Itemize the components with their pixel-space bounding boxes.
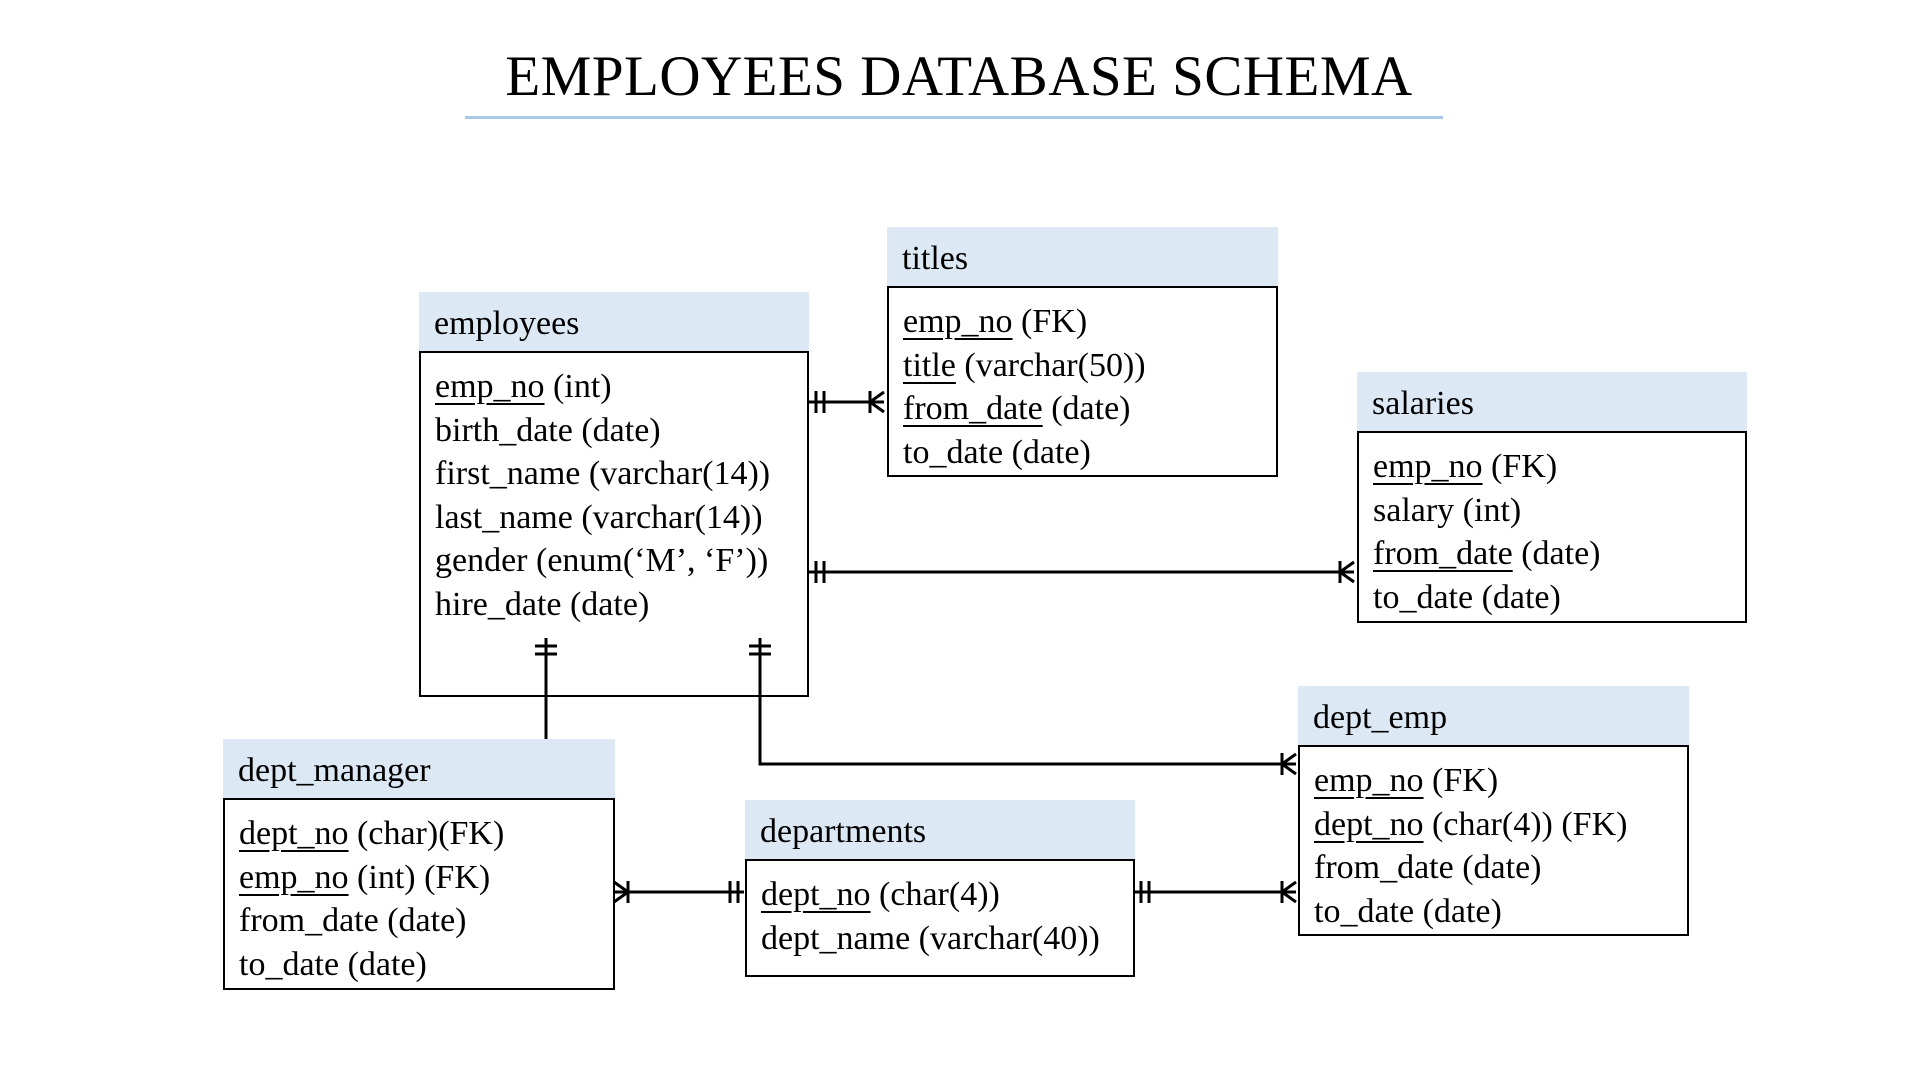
field-row: last_name (varchar(14)) bbox=[435, 498, 763, 536]
primary-key: emp_no bbox=[903, 303, 1013, 340]
primary-key: emp_no bbox=[1373, 448, 1483, 485]
entity-header: titles bbox=[887, 227, 1278, 286]
field-row: from_date (date) bbox=[1314, 849, 1542, 886]
field-row: dept_name (varchar(40)) bbox=[761, 919, 1100, 957]
field-row: salary (int) bbox=[1373, 491, 1522, 529]
primary-key: emp_no bbox=[435, 368, 545, 405]
relationship-employees-salaries bbox=[808, 560, 1355, 584]
field-row: emp_no (int) (FK) bbox=[239, 858, 491, 896]
field-row: to_date (date) bbox=[1314, 892, 1502, 930]
entity-salaries[interactable]: salaries emp_no (FK) salary (int) from_d… bbox=[1357, 372, 1747, 623]
entity-employees[interactable]: employees emp_no (int) birth_date (date)… bbox=[419, 292, 809, 697]
field-row: emp_no (FK) bbox=[1314, 762, 1499, 799]
primary-key: dept_no bbox=[1314, 805, 1424, 843]
entity-header: salaries bbox=[1357, 372, 1747, 431]
field-row: from_date (date) bbox=[903, 390, 1131, 427]
field-row: from_date (date) bbox=[1373, 535, 1601, 572]
entity-titles[interactable]: titles emp_no (FK) title (varchar(50)) f… bbox=[887, 227, 1278, 477]
entity-header: departments bbox=[745, 800, 1135, 859]
entity-fields: emp_no (int) birth_date (date) first_nam… bbox=[419, 351, 809, 697]
field-row: to_date (date) bbox=[239, 945, 427, 983]
field-row: dept_no (char(4)) (FK) bbox=[1314, 805, 1628, 843]
entity-fields: emp_no (FK) salary (int) from_date (date… bbox=[1357, 431, 1747, 623]
relationship-employees-dept-emp bbox=[749, 638, 1297, 776]
entity-departments[interactable]: departments dept_no (char(4)) dept_name … bbox=[745, 800, 1135, 977]
field-row: emp_no (FK) bbox=[903, 303, 1088, 340]
primary-key: from_date bbox=[1373, 535, 1513, 572]
entity-header: dept_manager bbox=[223, 739, 615, 798]
relationship-employees-titles bbox=[808, 390, 885, 414]
field-row: first_name (varchar(14)) bbox=[435, 455, 771, 492]
primary-key: title bbox=[903, 346, 956, 384]
entity-fields: emp_no (FK) dept_no (char(4)) (FK) from_… bbox=[1298, 745, 1689, 936]
title-underline bbox=[465, 116, 1443, 119]
primary-key: from_date bbox=[903, 390, 1043, 427]
primary-key: emp_no bbox=[1314, 762, 1424, 799]
entity-fields: emp_no (FK) title (varchar(50)) from_dat… bbox=[887, 286, 1278, 477]
field-row: title (varchar(50)) bbox=[903, 346, 1146, 384]
entity-fields: dept_no (char)(FK) emp_no (int) (FK) fro… bbox=[223, 798, 615, 990]
entity-header: employees bbox=[419, 292, 809, 351]
field-row: gender (enum(‘M’, ‘F’)) bbox=[435, 542, 769, 579]
field-row: dept_no (char)(FK) bbox=[239, 815, 505, 852]
field-row: hire_date (date) bbox=[435, 585, 650, 623]
field-row: to_date (date) bbox=[903, 433, 1091, 471]
entity-dept-manager[interactable]: dept_manager dept_no (char)(FK) emp_no (… bbox=[223, 739, 615, 990]
field-row: from_date (date) bbox=[239, 902, 467, 939]
relationship-departments-dept-emp bbox=[1133, 880, 1297, 904]
diagram-title: EMPLOYEES DATABASE SCHEMA bbox=[505, 45, 1413, 108]
field-row: to_date (date) bbox=[1373, 578, 1561, 616]
entity-header: dept_emp bbox=[1298, 686, 1689, 745]
primary-key: dept_no bbox=[761, 876, 871, 913]
primary-key: dept_no bbox=[239, 815, 349, 852]
relationship-departments-dept-manager bbox=[613, 880, 744, 904]
field-row: birth_date (date) bbox=[435, 411, 661, 449]
entity-fields: dept_no (char(4)) dept_name (varchar(40)… bbox=[745, 859, 1135, 977]
entity-dept-emp[interactable]: dept_emp emp_no (FK) dept_no (char(4)) (… bbox=[1298, 686, 1689, 936]
field-row: emp_no (FK) bbox=[1373, 448, 1558, 485]
field-row: dept_no (char(4)) bbox=[761, 876, 1000, 913]
primary-key: emp_no bbox=[239, 858, 349, 896]
field-row: emp_no (int) bbox=[435, 368, 612, 405]
